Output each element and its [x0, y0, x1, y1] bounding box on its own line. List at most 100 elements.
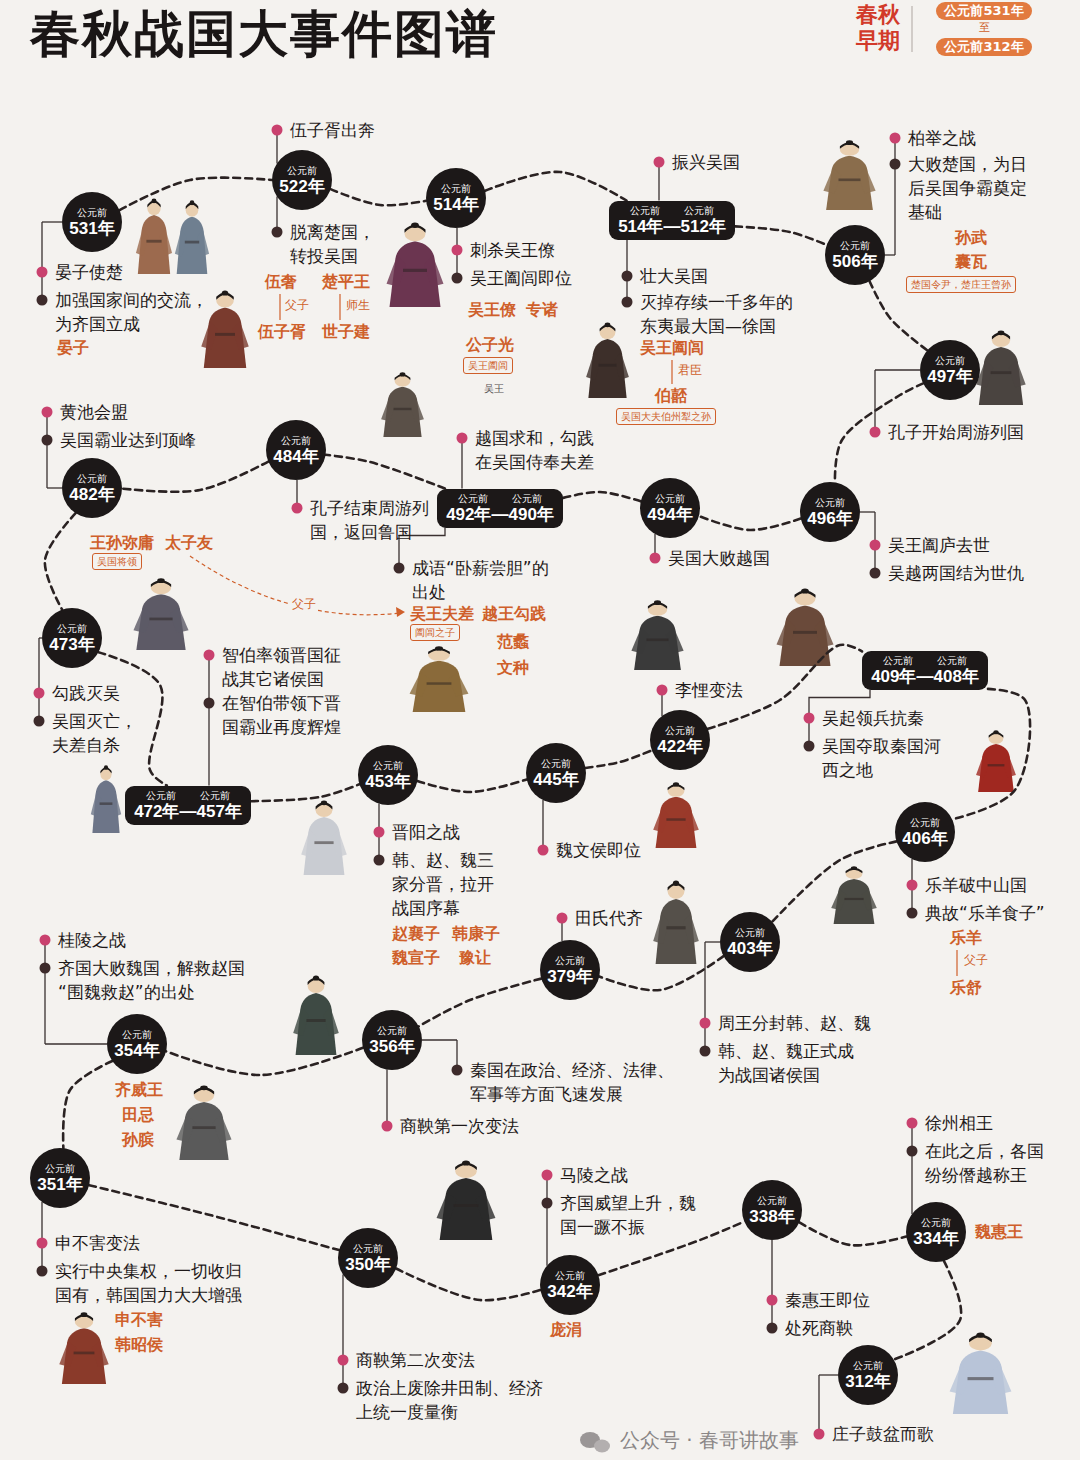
figure-illustration	[950, 1332, 1012, 1414]
header-divider	[911, 6, 912, 52]
timeline-connector	[894, 1261, 961, 1360]
person-name: 魏宣子	[392, 948, 440, 968]
era-prefix: 公元前	[937, 655, 967, 667]
event-dot	[37, 1238, 48, 1249]
leader-line	[422, 1039, 457, 1040]
event-dot	[657, 685, 668, 696]
event-heading: 晏子使楚	[55, 260, 123, 284]
person-name: 赵襄子	[392, 924, 440, 944]
event-dot	[907, 880, 918, 891]
figure-illustration	[631, 600, 683, 670]
year-circle: 公元前482年	[62, 458, 122, 518]
event-dot	[870, 540, 881, 551]
relation-line	[339, 294, 340, 320]
era-prefix: 公元前	[353, 1243, 383, 1255]
event-heading: 商鞅第二次变法	[356, 1348, 475, 1372]
detail-dot	[452, 1065, 463, 1076]
leader-lines	[34, 125, 921, 1440]
figure-illustration	[136, 198, 172, 274]
event-dot	[538, 845, 549, 856]
year-number: 531年	[69, 219, 114, 238]
timeline-connector	[331, 189, 427, 205]
person-name: 伍子胥	[258, 322, 306, 342]
era-prefix: 公元前	[373, 760, 403, 772]
tag-text: 楚国令尹，楚庄王曾孙	[911, 278, 1011, 291]
year-circle: 公元前494年	[640, 478, 700, 538]
figure-illustration	[777, 588, 834, 666]
relation-line	[956, 950, 957, 976]
year-number: 312年	[845, 1372, 890, 1391]
leader-line	[894, 138, 895, 255]
detail-dot	[890, 159, 901, 170]
prefix-row: 公元前公元前	[883, 655, 967, 667]
person-name: 孙武	[955, 228, 987, 248]
year-number: 338年	[749, 1207, 794, 1226]
event-heading: 晋阳之战	[392, 820, 460, 844]
event-heading: 庄子鼓盆而歌	[832, 1422, 934, 1446]
leader-line	[38, 638, 39, 721]
person-name: 太子友	[165, 533, 213, 553]
era-prefix: 公元前	[122, 1029, 152, 1041]
figure-illustration	[91, 765, 121, 833]
timeline-connector	[251, 784, 359, 801]
era-prefix: 公元前	[281, 435, 311, 447]
tag-text: 阖闾之子	[415, 626, 455, 639]
detail-dot	[870, 568, 881, 579]
detail-dot	[622, 297, 633, 308]
event-heading: 马陵之战	[560, 1163, 628, 1187]
event-heading: 乐羊破中山国	[925, 873, 1027, 897]
year-number: 514年	[433, 195, 478, 214]
event-dot	[650, 553, 661, 564]
detail-dot	[394, 563, 405, 574]
leader-line	[885, 254, 895, 255]
figure-illustration	[301, 800, 347, 875]
event-detail: 壮大吴国	[640, 264, 708, 288]
timeline-connector	[799, 1222, 906, 1245]
timeline-connector	[485, 172, 626, 201]
year-circle: 公元前497年	[920, 340, 980, 400]
figure-illustration	[59, 1312, 108, 1384]
person-name: 晏子	[57, 338, 89, 358]
relation-arc	[190, 556, 400, 615]
timeline-connector	[63, 1061, 112, 1148]
year-circle: 公元前351年	[30, 1148, 90, 1208]
person-name: 伯嚭	[655, 386, 687, 406]
figure-illustration	[653, 782, 699, 848]
timeline-connector	[122, 462, 268, 492]
event-dot	[542, 1170, 553, 1181]
person-name: 吴王僚	[468, 300, 516, 320]
event-dot	[42, 407, 53, 418]
person-name: 囊瓦	[955, 252, 987, 272]
person-name: 吴王阖闾	[640, 338, 704, 358]
year-circle: 公元前522年	[272, 150, 332, 210]
leader-line	[875, 369, 920, 370]
person-name: 王孙弥庸	[90, 533, 154, 553]
era-prefix: 公元前	[512, 493, 542, 505]
year-circle: 公元前379年	[540, 940, 600, 1000]
year-circle: 公元前312年	[838, 1345, 898, 1405]
year-number: 379年	[547, 967, 592, 986]
year-number: 406年	[902, 829, 947, 848]
person-name: 专诸	[526, 300, 558, 320]
leader-line	[705, 941, 720, 942]
event-detail: 政治上废除井田制、经济上统一度量衡	[356, 1376, 547, 1424]
era-prefix: 公元前	[77, 473, 107, 485]
relation-label: 父子	[285, 298, 309, 312]
detail-dot	[34, 716, 45, 727]
figure-illustration	[176, 1085, 231, 1160]
leader-line	[874, 370, 875, 432]
event-heading: 吴王阖庐去世	[888, 533, 990, 557]
event-heading: 吴国大败越国	[668, 546, 770, 570]
decorations	[190, 6, 957, 1453]
leader-line	[41, 222, 42, 300]
leader-line	[818, 1375, 819, 1434]
event-detail: 秦国在政治、经济、法律、军事等方面飞速发展	[470, 1058, 678, 1106]
person-name: 吴王夫差	[410, 604, 474, 624]
event-dot	[557, 913, 568, 924]
detail-dot	[374, 855, 385, 866]
year-circle: 公元前422年	[650, 710, 710, 770]
era-prefix: 公元前	[910, 817, 940, 829]
event-dot	[457, 433, 468, 444]
detail-dot	[907, 908, 918, 919]
event-heading: 李悝变法	[675, 678, 743, 702]
